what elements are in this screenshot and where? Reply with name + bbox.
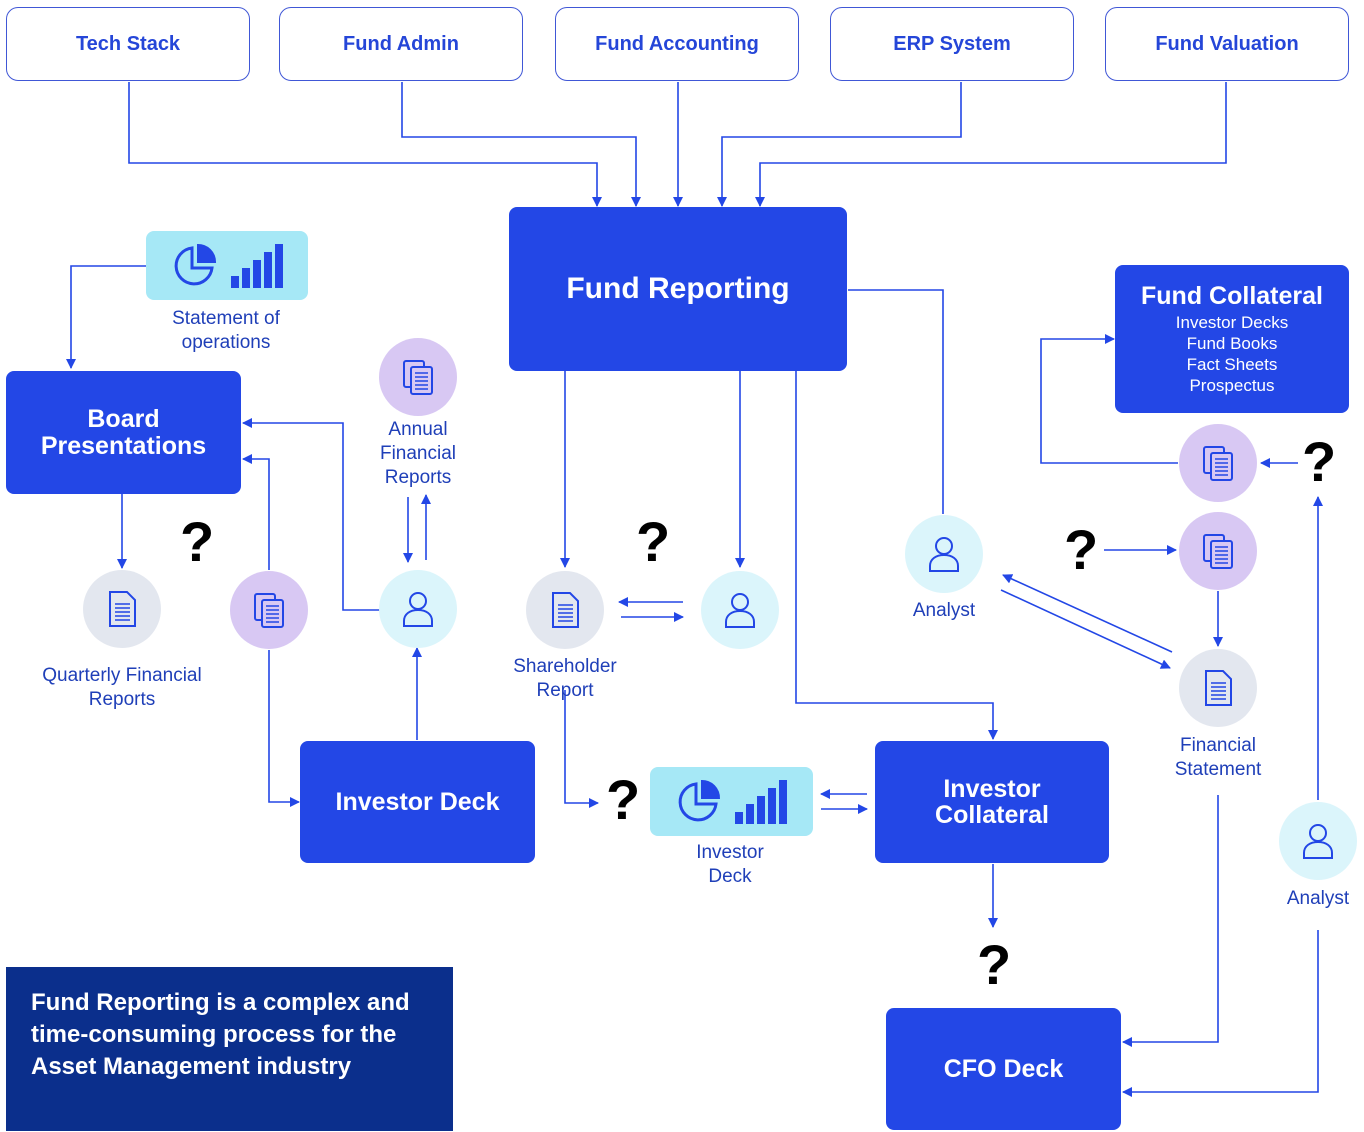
analyst-node-1 — [905, 515, 983, 593]
fund-collateral-item: Investor Decks — [1175, 313, 1289, 332]
question-mark-2: ? — [636, 510, 671, 573]
documents-stack-icon — [254, 593, 284, 628]
source-erp-system: ERP System — [830, 7, 1074, 81]
board-presentations-box: Board Presentations — [6, 371, 241, 494]
financial-statement-node — [1179, 649, 1257, 727]
documents-stack-icon — [1203, 446, 1233, 481]
fund-collateral-title: Fund Collateral — [1141, 282, 1323, 310]
documents-stack-icon — [1203, 534, 1233, 569]
label-analyst-1: Analyst — [912, 600, 976, 621]
source-tech-stack: Tech Stack — [6, 7, 250, 81]
person-icon — [929, 537, 959, 572]
person-icon — [403, 592, 433, 627]
label-financial-statement: Financial Statement — [1174, 735, 1262, 780]
person-node-middle — [701, 571, 779, 649]
fund-collateral-item: Fact Sheets — [1186, 355, 1278, 374]
question-mark-1: ? — [180, 510, 215, 573]
analyst-node-2 — [1279, 802, 1357, 880]
statement-ops-card — [146, 231, 308, 300]
label-annual-reports: Annual Financial Reports — [379, 419, 457, 488]
investor-collateral-box: Investor Collateral — [875, 741, 1109, 863]
bar-chart-icon — [230, 243, 283, 288]
fund-collateral-item: Fund Books — [1186, 334, 1278, 353]
bar-chart-icon — [735, 779, 788, 824]
investor-deck-box: Investor Deck — [300, 741, 535, 863]
source-fund-admin: Fund Admin — [279, 7, 523, 81]
label-quarterly-reports: Quarterly Financial Reports — [42, 665, 202, 710]
question-mark-3: ? — [606, 768, 641, 831]
question-mark-6: ? — [1302, 430, 1337, 493]
documents-stack-icon — [403, 360, 433, 395]
document-icon — [552, 592, 579, 628]
person-node-left — [379, 570, 457, 648]
person-icon — [1303, 824, 1333, 859]
document-icon — [1205, 670, 1232, 706]
shareholder-report-node — [526, 571, 604, 649]
person-icon — [725, 593, 755, 628]
fund-collateral-item: Prospectus — [1189, 376, 1275, 395]
pie-chart-icon — [174, 243, 216, 285]
fund-collateral-box: Fund Collateral Investor Decks Fund Book… — [1115, 265, 1349, 413]
documents-node-right-middle — [1179, 512, 1257, 590]
label-analyst-2: Analyst — [1286, 888, 1350, 909]
label-statement-ops: Statement of operations — [172, 308, 280, 353]
documents-node-right-top — [1179, 424, 1257, 502]
quarterly-reports-node — [83, 570, 161, 648]
label-investor-deck: Investor Deck — [696, 842, 764, 887]
investor-deck-card — [650, 767, 813, 836]
source-fund-accounting: Fund Accounting — [555, 7, 799, 81]
annual-reports-node — [379, 338, 457, 416]
question-mark-5: ? — [1064, 518, 1099, 581]
documents-node-left — [230, 571, 308, 649]
pie-chart-icon — [678, 779, 720, 821]
label-shareholder-report: Shareholder Report — [513, 656, 617, 701]
cfo-deck-box: CFO Deck — [886, 1008, 1121, 1130]
document-icon — [109, 591, 136, 627]
source-fund-valuation: Fund Valuation — [1105, 7, 1349, 81]
callout-banner: Fund Reporting is a complex and time-con… — [6, 967, 453, 1131]
fund-reporting-hub: Fund Reporting — [509, 207, 847, 371]
question-mark-4: ? — [977, 933, 1012, 996]
